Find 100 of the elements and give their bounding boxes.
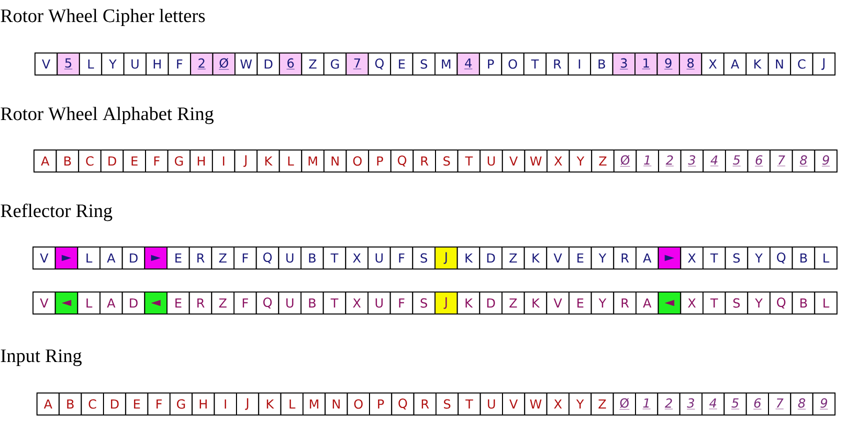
table-cell: Q	[368, 52, 392, 76]
table-cell: X	[701, 52, 724, 76]
table-cell: H	[146, 52, 169, 76]
table-cell: D	[103, 392, 126, 416]
table-cell: 5	[724, 150, 748, 172]
table-cell: Q	[256, 246, 280, 270]
table-cell: B	[300, 246, 324, 270]
table-cell: S	[412, 292, 436, 314]
table-cell: 1	[634, 52, 658, 76]
table-cell: L	[278, 150, 302, 172]
table-cell: H	[192, 392, 215, 416]
table-cell: F	[390, 246, 414, 270]
table-cell: U	[278, 292, 302, 314]
table-cell: 5	[56, 52, 80, 76]
table-cell: O	[346, 150, 370, 172]
table-cell: L	[77, 292, 100, 314]
table-cell: O	[501, 52, 524, 76]
table-cell: E	[166, 246, 190, 270]
table-cell: G	[167, 150, 191, 172]
table-cell: K	[456, 292, 480, 314]
table-cell: 7	[768, 392, 792, 416]
table-cell: D	[122, 292, 146, 314]
table-cell: T	[458, 392, 481, 416]
table-cell: Z	[591, 150, 614, 172]
table-cell: A	[636, 246, 659, 270]
table-cell: D	[479, 292, 502, 314]
table-cell: 1	[635, 392, 658, 416]
table-cell: E	[390, 52, 414, 76]
heading: Rotor Wheel Cipher letters	[0, 8, 205, 26]
table-cell: C	[80, 392, 104, 416]
table-cell: B	[58, 392, 82, 416]
table-cell: V	[546, 292, 570, 314]
table-cell: Q	[256, 292, 280, 314]
table-cell: Y	[568, 392, 592, 416]
table-cell: Z	[590, 392, 614, 416]
table-cell: E	[166, 292, 190, 314]
table-cell: T	[322, 292, 346, 314]
table-cell: P	[478, 52, 502, 76]
table-cell: D	[100, 150, 124, 172]
table-cell: Y	[590, 292, 614, 314]
table-cell: N	[323, 150, 347, 172]
table-cell: 9	[656, 52, 680, 76]
table-cell: R	[546, 52, 569, 76]
table-cell: T	[322, 246, 346, 270]
table-cell: R	[188, 246, 212, 270]
table-cell: K	[256, 150, 280, 172]
table-cell: F	[234, 246, 257, 270]
table-cell: A	[100, 292, 123, 314]
table-cell: 9	[814, 150, 838, 172]
table-cell: 4	[456, 52, 480, 76]
table-cell: L	[814, 246, 838, 270]
table-cell: L	[814, 292, 838, 314]
table-cell: J	[234, 150, 258, 172]
table-cell: 3	[612, 52, 636, 76]
table-cell: E	[122, 150, 146, 172]
table-cell: 8	[790, 392, 814, 416]
table-cell: W	[524, 392, 548, 416]
table-cell: ►	[54, 246, 78, 270]
table-cell: E	[125, 392, 148, 416]
table-cell: T	[457, 150, 481, 172]
table-cell: P	[369, 392, 392, 416]
table-cell: C	[78, 150, 102, 172]
table-cell: W	[524, 150, 548, 172]
table-cell: Q	[770, 292, 793, 314]
table-cell: ◄	[54, 292, 78, 314]
table-cell: 6	[746, 392, 769, 416]
table-cell: 8	[792, 150, 816, 172]
table-cell: Y	[101, 52, 124, 76]
table-cell: Z	[211, 292, 234, 314]
table-cell: I	[214, 392, 237, 416]
table-cell: Z	[301, 52, 324, 76]
table-cell: J	[434, 246, 458, 270]
table-cell: P	[368, 150, 392, 172]
table-cell: Q	[770, 246, 793, 270]
table-cell: H	[190, 150, 213, 172]
table-cell: T	[702, 292, 726, 314]
table-cell: 4	[702, 150, 726, 172]
table-cell: G	[170, 392, 193, 416]
table-cell: U	[368, 292, 391, 314]
table-cell: M	[434, 52, 458, 76]
table-cell: Z	[502, 292, 525, 314]
table-cell: M	[301, 150, 324, 172]
table-cell: Y	[747, 246, 770, 270]
table-cell: T	[523, 52, 547, 76]
table-cell: R	[613, 292, 636, 314]
table-cell: 3	[679, 392, 702, 416]
table-cell: 1	[636, 150, 660, 172]
table-cell: ◄	[144, 292, 168, 314]
heading: Rotor Wheel Alphabet Ring	[0, 106, 214, 124]
table-cell: X	[546, 150, 570, 172]
table-cell: U	[278, 246, 302, 270]
table-cell: D	[122, 246, 146, 270]
table-cell: D	[256, 52, 280, 76]
table-cell: Y	[568, 150, 592, 172]
table-cell: S	[724, 246, 748, 270]
table-cell: K	[258, 392, 282, 416]
table-cell: T	[702, 246, 726, 270]
heading: Input Ring	[0, 349, 82, 366]
table-cell: I	[568, 52, 592, 76]
table-cell: B	[792, 246, 816, 270]
